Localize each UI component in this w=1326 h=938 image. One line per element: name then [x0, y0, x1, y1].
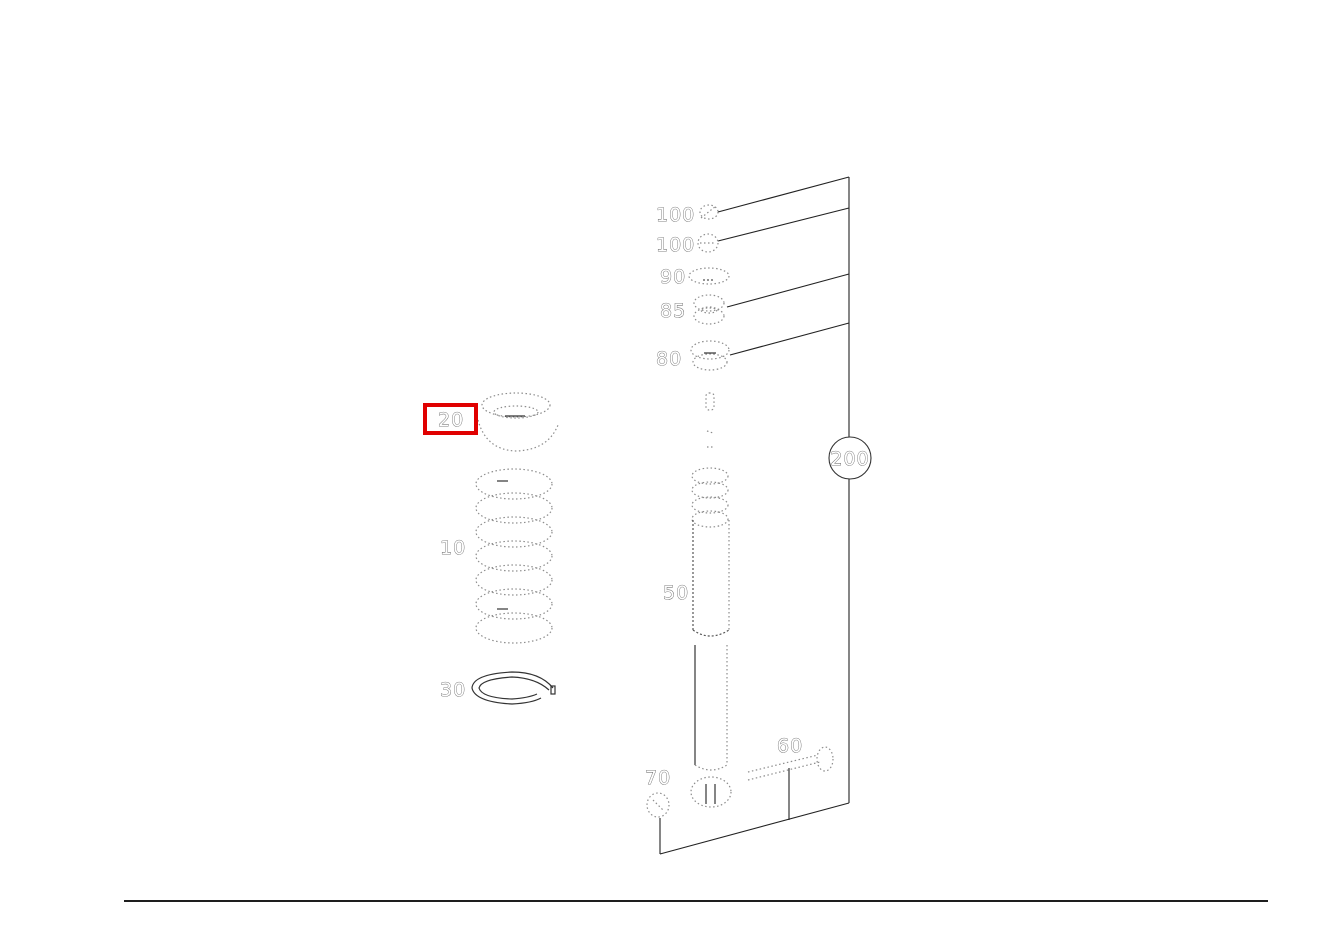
selected-callout-highlight	[423, 403, 478, 435]
callout-50[interactable]: 50	[663, 582, 689, 605]
part-20-spring-seat[interactable]	[477, 392, 559, 452]
part-100-washer[interactable]	[697, 233, 719, 253]
callout-85[interactable]: 85	[660, 300, 686, 323]
part-85-mount[interactable]	[693, 294, 725, 325]
callout-200-label: 200	[830, 448, 869, 470]
assembly-callout-200[interactable]: 200	[828, 436, 872, 480]
callout-10[interactable]: 10	[440, 537, 466, 560]
callout-70[interactable]: 70	[645, 767, 671, 790]
part-50-shock-absorber[interactable]	[690, 392, 732, 808]
part-100-nut[interactable]	[699, 204, 719, 220]
part-10-coil-spring[interactable]	[475, 468, 553, 644]
callout-80[interactable]: 80	[656, 348, 682, 371]
part-80-mount[interactable]	[690, 340, 730, 371]
part-70-nut[interactable]	[646, 792, 670, 818]
footer-divider	[124, 900, 1268, 902]
part-60-bolt[interactable]	[747, 746, 834, 781]
part-30-retaining-ring[interactable]	[471, 671, 556, 705]
part-90-bushing[interactable]	[688, 267, 730, 285]
callout-100-b[interactable]: 100	[656, 234, 695, 257]
callout-labels: 100 100 90 85 80 20 10 50 30 60 70	[438, 204, 803, 790]
callout-90[interactable]: 90	[660, 266, 686, 289]
callout-30[interactable]: 30	[440, 679, 466, 702]
assembly-leader-lines	[659, 176, 850, 855]
callout-100-a[interactable]: 100	[656, 204, 695, 227]
callout-60[interactable]: 60	[777, 735, 803, 758]
callout-20[interactable]: 20	[438, 409, 464, 432]
